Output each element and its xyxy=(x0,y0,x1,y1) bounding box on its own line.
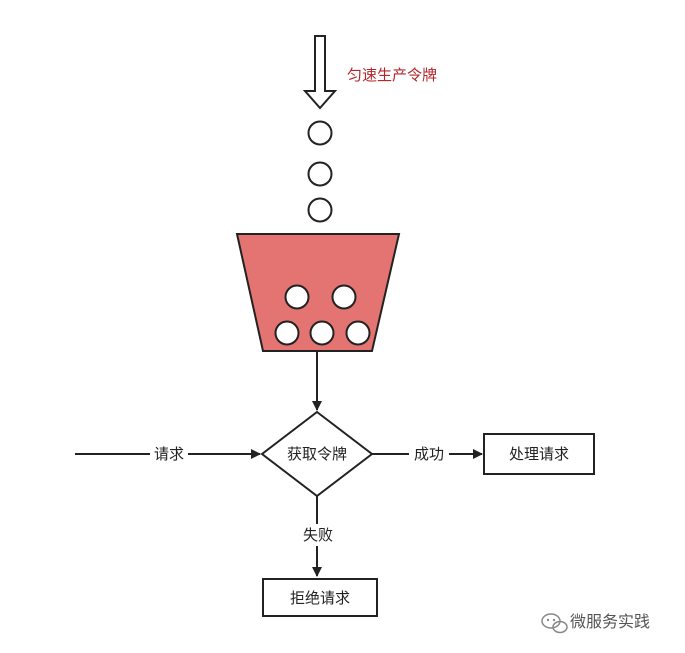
bucket-token xyxy=(284,284,310,310)
decision-label: 获取令牌 xyxy=(287,445,347,463)
token-inflow-arrow xyxy=(302,35,338,110)
produce-label: 匀速生产令牌 xyxy=(347,66,437,84)
request-label: 请求 xyxy=(154,445,184,463)
fail-label: 失败 xyxy=(303,526,333,544)
bucket-token xyxy=(345,320,371,346)
reject-request-box xyxy=(262,578,378,617)
token xyxy=(307,161,333,187)
reject-request-label: 拒绝请求 xyxy=(290,589,350,607)
wechat-icon xyxy=(541,613,568,634)
watermark-text: 微服务实践 xyxy=(570,612,650,631)
bucket-token xyxy=(331,284,357,310)
bucket-token xyxy=(309,320,335,346)
handle-request-box xyxy=(483,433,595,475)
token xyxy=(307,197,333,223)
token xyxy=(307,120,333,146)
handle-request-label: 处理请求 xyxy=(509,445,569,463)
success-label: 成功 xyxy=(414,445,444,463)
bucket-token xyxy=(274,320,300,346)
